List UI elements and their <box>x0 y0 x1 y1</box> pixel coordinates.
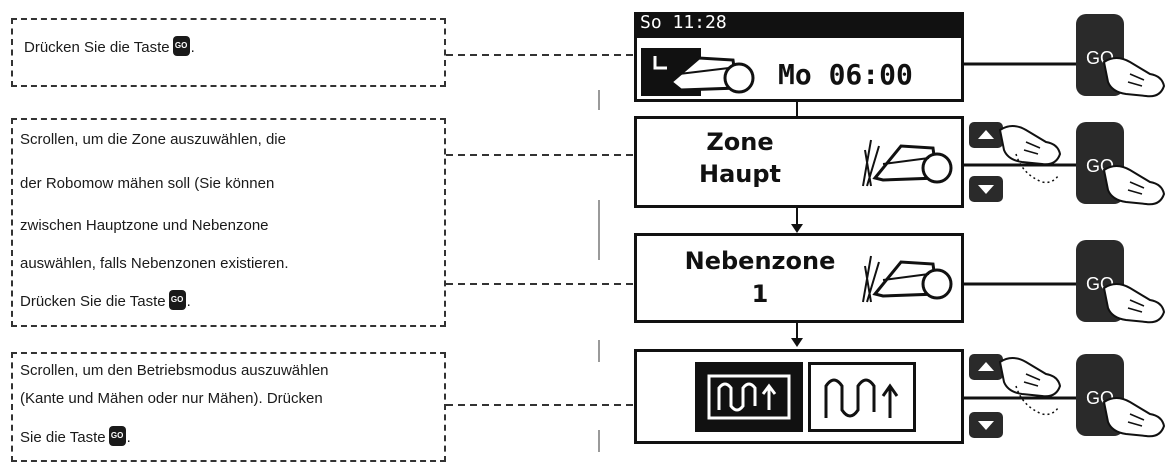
subzone-value: 1 <box>660 280 860 308</box>
mower-grass-icon <box>857 130 957 190</box>
zone-value: Haupt <box>660 160 820 188</box>
pointing-hand-icon <box>1100 52 1168 102</box>
mower-dock-icon <box>641 48 771 96</box>
scroll-down-button[interactable] <box>969 176 1005 204</box>
zone-title: Zone <box>660 128 820 156</box>
scroll-down-button[interactable] <box>969 412 1005 440</box>
schedule-time: Mo 06:00 <box>778 58 913 91</box>
subzone-title: Nebenzone <box>660 247 860 275</box>
scroll-motion-icon <box>1012 382 1062 422</box>
pointing-hand-icon <box>1100 278 1168 328</box>
pointing-hand-icon <box>1100 160 1168 210</box>
arrowhead-icon <box>791 224 803 233</box>
pointing-hand-icon <box>1100 392 1168 442</box>
mode-edge-and-mow-icon <box>695 362 805 432</box>
status-bar-time: So 11:28 <box>640 12 727 33</box>
scroll-motion-icon <box>1012 150 1062 190</box>
mode-mow-only-icon <box>808 362 918 432</box>
status-bar: So 11:28 <box>634 12 964 38</box>
mower-grass-icon <box>857 246 957 306</box>
arrowhead-icon <box>791 338 803 347</box>
